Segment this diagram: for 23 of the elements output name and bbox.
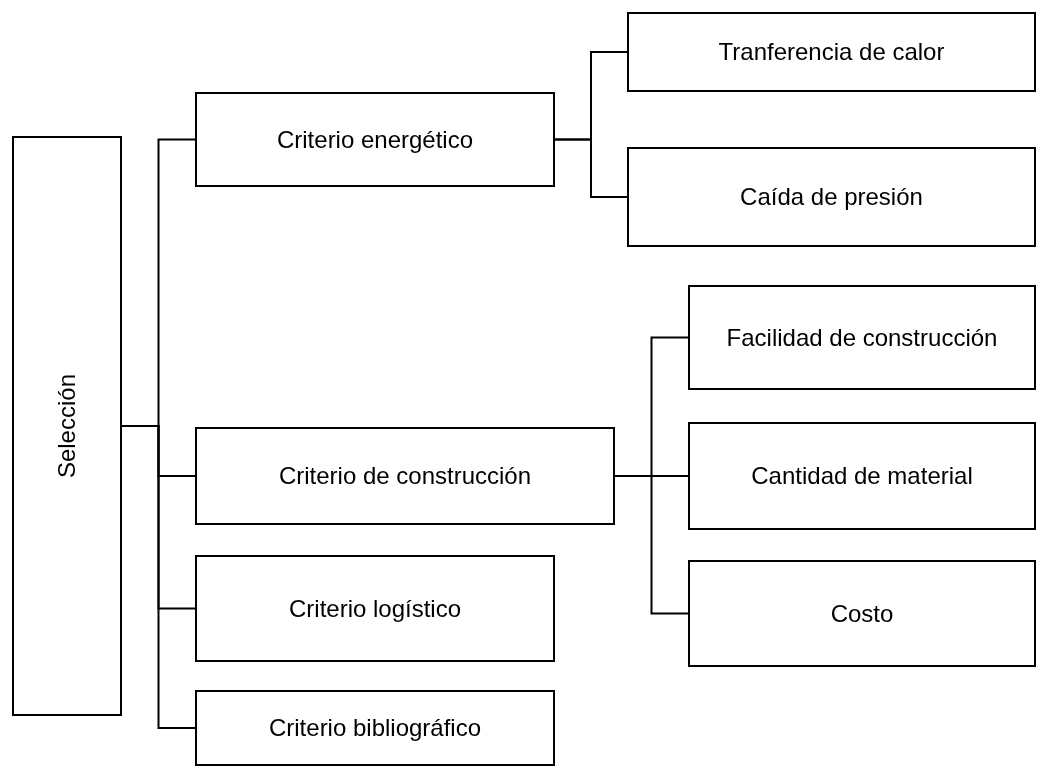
process-box [688, 422, 1036, 530]
process-box [195, 427, 615, 525]
node-label: Criterio de construcción [278, 462, 532, 490]
node-label: Caída de presión [740, 183, 923, 211]
node-label: Criterio energético [276, 125, 474, 154]
process-box [688, 285, 1036, 390]
process-box [195, 690, 555, 766]
process-box [195, 555, 555, 662]
node-label: Costo [830, 599, 894, 628]
process-box [627, 147, 1036, 247]
process-box [688, 560, 1036, 667]
node-label: Tranferencia de calor [718, 38, 945, 66]
node-label: Criterio logístico [288, 594, 462, 623]
node-label: Criterio bibliográfico [268, 714, 482, 742]
connector-line [614, 475, 689, 615]
process-box [195, 92, 555, 187]
node-label: Cantidad de material [751, 462, 973, 490]
node-label: Facilidad de construcción [726, 323, 998, 352]
connector-line [554, 138, 628, 198]
process-box [627, 12, 1036, 92]
node-label: Selección [53, 373, 81, 479]
process-box [12, 136, 122, 716]
connector-line [121, 425, 196, 729]
